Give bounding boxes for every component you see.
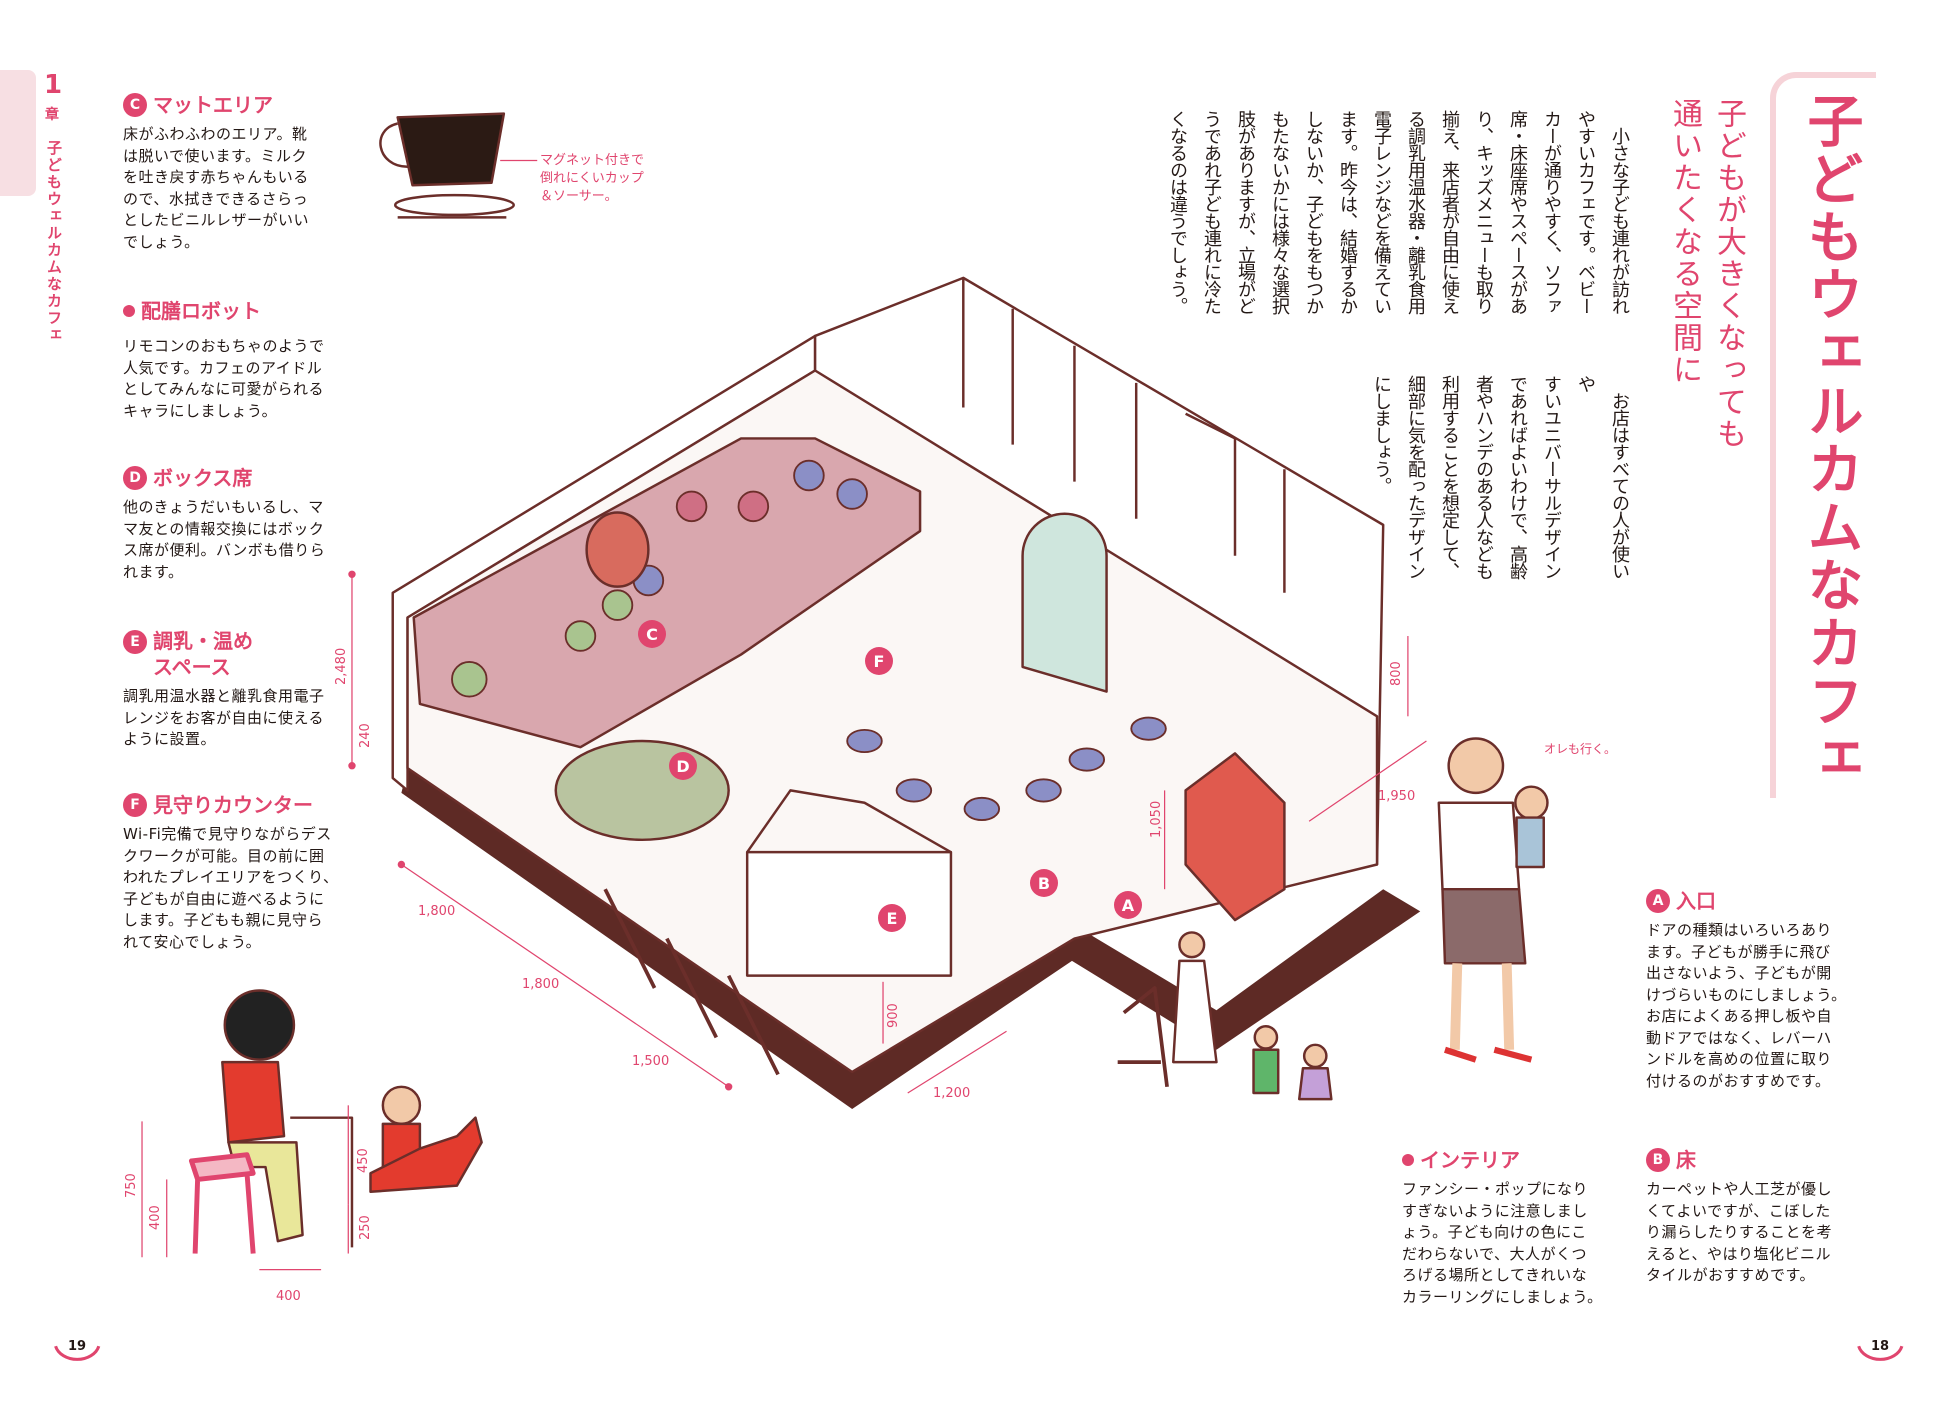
service-counter xyxy=(1184,752,1286,922)
man-figure xyxy=(1437,737,1549,1063)
page-number-right: 18 xyxy=(1871,1339,1889,1354)
dim-desk-height: 750 xyxy=(124,1173,139,1198)
dim-wall-height: 2,480 xyxy=(334,648,349,685)
badge-e: E xyxy=(123,630,147,654)
section-text: 床がふわふわのエリア。靴 は脱いで使います。ミルク を吐き戻す赤ちゃんもいる の… xyxy=(123,125,310,251)
desk-illustration xyxy=(188,989,483,1254)
section-heading: 床 xyxy=(1676,1148,1696,1172)
dim-left3: 1,500 xyxy=(632,1054,669,1069)
dim-chair-height: 400 xyxy=(148,1205,163,1230)
speech-caption: オレも行く。 xyxy=(1544,742,1617,756)
plan-label-e: E xyxy=(887,909,898,928)
dim-toy-height: 450 xyxy=(356,1148,371,1173)
section-heading: マットエリア xyxy=(153,93,273,117)
plan-label-d: D xyxy=(676,757,689,776)
section-text: リモコンのおもちゃのようで 人気です。カフェのアイドル としてみんなに可愛がられ… xyxy=(123,337,325,420)
dim-front: 1,200 xyxy=(933,1086,970,1101)
dim-counter: 1,950 xyxy=(1378,789,1415,804)
bullet-icon xyxy=(1402,1154,1414,1166)
section-text: 調乳用温水器と離乳食用電子 レンジをお客が自由に使える ように設置。 xyxy=(123,687,325,748)
chapter-kanji: 章 xyxy=(45,107,59,123)
badge-d: D xyxy=(123,466,147,490)
page-title: 子どもウェルカムなカフェ xyxy=(1798,92,1863,788)
floor-base xyxy=(401,768,1421,1110)
section-heading: ボックス席 xyxy=(153,466,253,490)
dim-chair-depth: 400 xyxy=(276,1289,301,1304)
section-heading: 調乳・温め スペース xyxy=(153,629,253,679)
plan-label-b: B xyxy=(1038,874,1050,893)
section-text: ファンシー・ポップになり すぎないように注意しまし ょう。子ども向けの色にこ だ… xyxy=(1402,1180,1603,1306)
section-heading: インテリア xyxy=(1420,1148,1520,1172)
arch-window xyxy=(1021,512,1108,693)
chapter-title: 子どもウェルカムなカフェ xyxy=(45,140,63,344)
page-number-left: 19 xyxy=(68,1339,86,1354)
dim-partition: 900 xyxy=(886,1003,901,1028)
badge-f: F xyxy=(123,793,147,817)
badge-b: B xyxy=(1646,1148,1670,1172)
dim-left2: 1,800 xyxy=(522,977,559,992)
plan-label-c: C xyxy=(646,625,658,644)
section-heading: 見守りカウンター xyxy=(153,793,313,817)
section-robot: 配膳ロボット リモコンのおもちゃのようで 人気です。カフェのアイドル としてみん… xyxy=(123,298,373,422)
section-interior: インテリア ファンシー・ポップになり すぎないように注意しまし ょう。子ども向け… xyxy=(1402,1147,1652,1308)
title-frame xyxy=(1770,72,1876,798)
cup-caption: マグネット付きで 倒れにくいカップ ＆ソーサー。 xyxy=(540,153,645,204)
section-heading: 配膳ロボット xyxy=(141,299,261,323)
family-figures xyxy=(1117,931,1333,1101)
dim-kitchen: 800 xyxy=(1389,661,1404,686)
cup-illustration xyxy=(379,112,538,219)
body-paragraph-2: お店はすべての人が使いや すいユニバーサルデザイン であればよいわけで、高齢 者… xyxy=(1371,375,1630,579)
plan-label-a: A xyxy=(1122,896,1135,915)
chapter-number: 1 xyxy=(44,70,63,100)
section-text: カーペットや人工芝が優し くてよいですが、こぼした り漏らしたりすることを考 え… xyxy=(1646,1180,1833,1284)
body-paragraph-1: 小さな子ども連れが訪れ やすいカフェです。ベビー カーが通りやすく、ソファ 席・… xyxy=(1167,110,1630,314)
dim-door: 1,050 xyxy=(1149,801,1164,838)
badge-c: C xyxy=(123,93,147,117)
section-text: ドアの種類はいろいろあり ます。子どもが勝手に飛び 出さないよう、子どもが開 け… xyxy=(1646,921,1847,1090)
badge-a: A xyxy=(1646,889,1670,913)
dim-toy-seat: 250 xyxy=(358,1215,373,1240)
milk-space xyxy=(745,850,953,977)
plan-label-f: F xyxy=(874,652,885,671)
bullet-icon xyxy=(123,305,135,317)
dim-left1: 1,800 xyxy=(418,904,455,919)
chapter-tab xyxy=(0,70,36,196)
subtitle: 子どもが大きくなっても 通いたくなる空間に xyxy=(1667,98,1746,450)
section-text: Wi-Fi完備で見守りながらデス クワークが可能。目の前に囲 われたプレイエリア… xyxy=(123,825,339,951)
bear-toy xyxy=(585,511,650,588)
section-heading: 入口 xyxy=(1676,889,1716,913)
mat-area xyxy=(412,437,922,749)
box-seat xyxy=(554,739,730,842)
dim-base: 240 xyxy=(358,723,373,748)
section-text: 他のきょうだいもいるし、マ マ友との情報交換にはボック ス席が便利。バンボも借り… xyxy=(123,498,326,581)
